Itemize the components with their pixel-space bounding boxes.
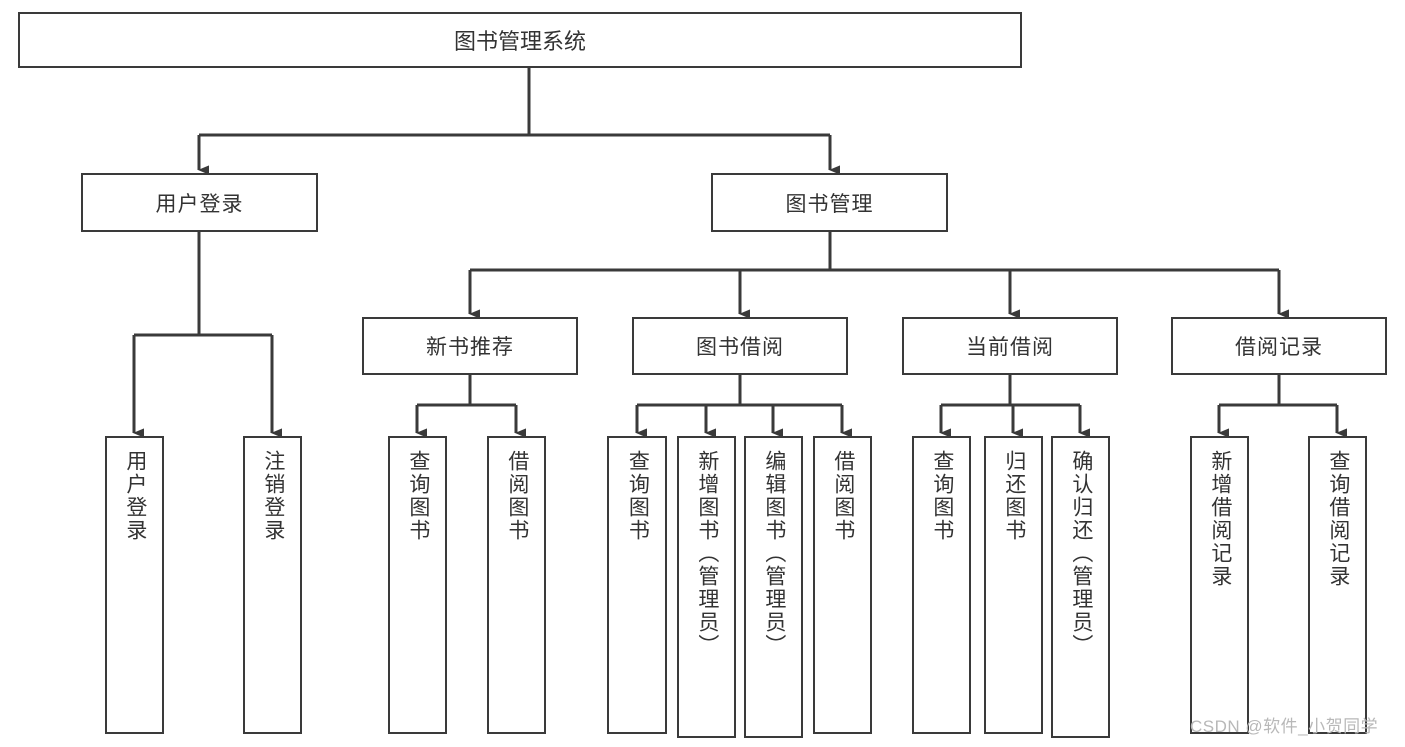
node-new-book-recommend[interactable]: 新书推荐: [362, 317, 578, 375]
leaf-query-borrow-record[interactable]: 查询借阅记录: [1308, 436, 1367, 734]
watermark: CSDN @软件_小贺同学: [1190, 717, 1379, 736]
leaf-add-book-admin[interactable]: 新增图书（管理员）: [677, 436, 736, 738]
node-root[interactable]: 图书管理系统: [18, 12, 1022, 68]
leaf-label: 确认归还（管理员）: [1069, 450, 1093, 657]
leaf-label: 新增借阅记录: [1208, 450, 1232, 588]
leaf-borrow-book-recommend[interactable]: 借阅图书: [487, 436, 546, 734]
leaf-label: 编辑图书（管理员）: [762, 450, 786, 657]
leaf-user-login[interactable]: 用户登录: [105, 436, 164, 734]
leaf-label: 借阅图书: [505, 450, 529, 542]
leaf-query-book-current[interactable]: 查询图书: [912, 436, 971, 734]
leaf-borrow-book[interactable]: 借阅图书: [813, 436, 872, 734]
leaf-label: 用户登录: [123, 450, 147, 542]
node-current-borrow[interactable]: 当前借阅: [902, 317, 1118, 375]
leaf-user-logout[interactable]: 注销登录: [243, 436, 302, 734]
leaf-label: 查询借阅记录: [1326, 450, 1350, 588]
leaf-label: 注销登录: [261, 450, 285, 542]
leaf-query-book-borrow[interactable]: 查询图书: [607, 436, 667, 734]
leaf-edit-book-admin[interactable]: 编辑图书（管理员）: [744, 436, 803, 738]
node-user-login-label: 用户登录: [155, 192, 244, 216]
leaf-label: 新增图书（管理员）: [695, 450, 719, 657]
node-book-management-label: 图书管理: [785, 192, 874, 216]
leaf-label: 归还图书: [1002, 450, 1026, 542]
leaf-label: 查询图书: [626, 450, 650, 542]
node-borrow-records[interactable]: 借阅记录: [1171, 317, 1387, 375]
leaf-confirm-return-admin[interactable]: 确认归还（管理员）: [1051, 436, 1110, 738]
node-borrow-records-label: 借阅记录: [1235, 336, 1323, 359]
leaf-label: 查询图书: [406, 450, 430, 542]
node-current-borrow-label: 当前借阅: [966, 336, 1054, 359]
node-book-borrow[interactable]: 图书借阅: [632, 317, 848, 375]
node-book-management[interactable]: 图书管理: [711, 173, 948, 232]
node-user-login[interactable]: 用户登录: [81, 173, 318, 232]
leaf-return-book[interactable]: 归还图书: [984, 436, 1043, 734]
leaf-add-borrow-record[interactable]: 新增借阅记录: [1190, 436, 1249, 734]
node-new-book-recommend-label: 新书推荐: [426, 336, 514, 359]
leaf-query-book-recommend[interactable]: 查询图书: [388, 436, 447, 734]
leaf-label: 查询图书: [930, 450, 954, 542]
leaf-label: 借阅图书: [831, 450, 855, 542]
node-book-borrow-label: 图书借阅: [696, 336, 784, 359]
node-root-label: 图书管理系统: [453, 29, 586, 54]
